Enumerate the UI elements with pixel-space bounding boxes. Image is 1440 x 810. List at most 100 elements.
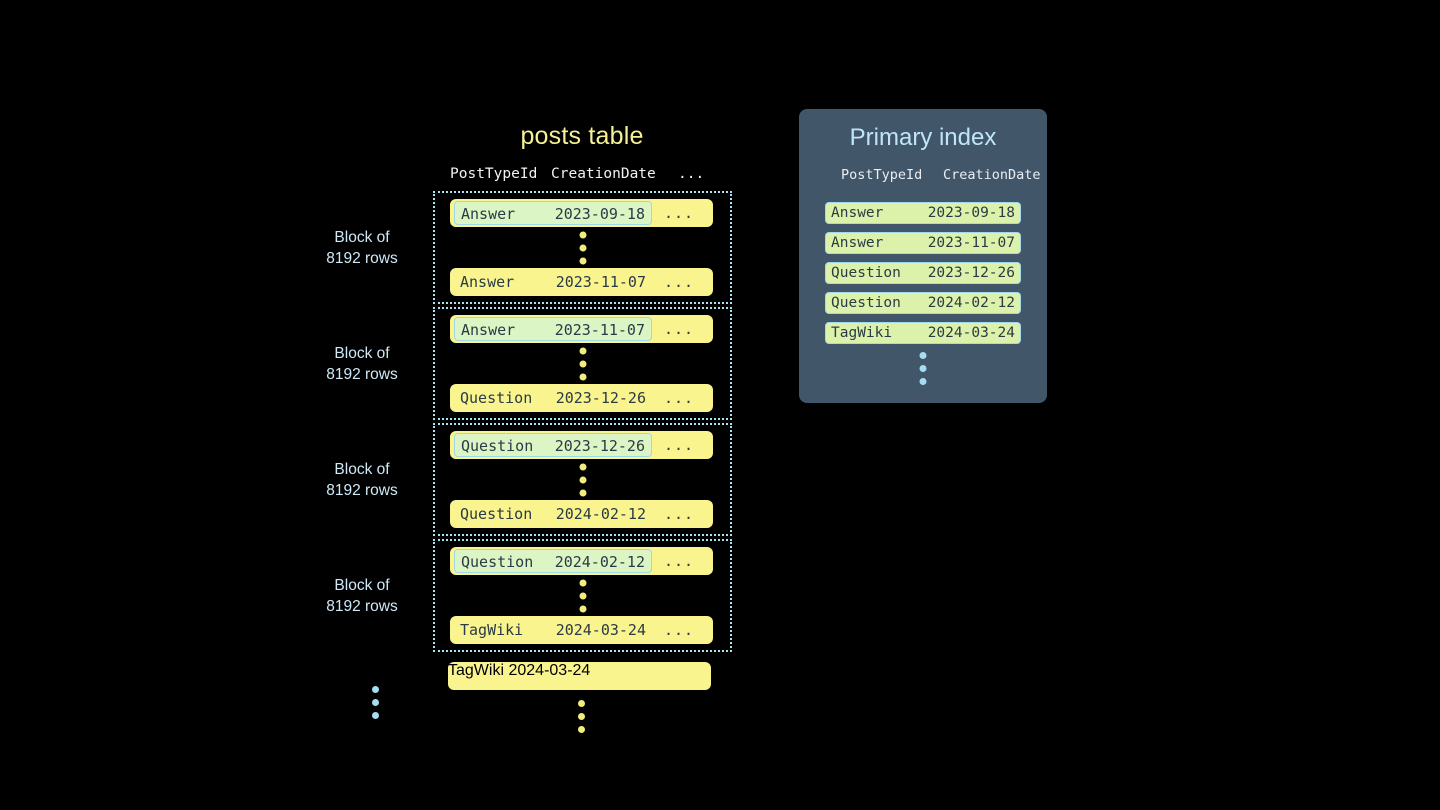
block-label: Block of 8192 rows xyxy=(326,344,398,383)
dot xyxy=(579,476,586,483)
cell-post-type-id: Answer xyxy=(460,273,515,291)
table-row: Answer 2023-11-07 ... xyxy=(450,268,713,296)
dot xyxy=(579,463,586,470)
index-row: Answer 2023-11-07 xyxy=(825,232,1021,254)
primary-index-rows: Answer 2023-09-18 Answer 2023-11-07 Ques… xyxy=(825,202,1021,352)
table-block: Block of 8192 rows Answer 2023-11-07 ...… xyxy=(326,307,732,420)
dot xyxy=(372,699,379,706)
cell-more-ellipsis: ... xyxy=(664,552,695,570)
dot xyxy=(919,365,927,372)
row-continuation-dots xyxy=(579,579,586,612)
column-header-more-ellipsis: ... xyxy=(678,166,705,182)
primary-index-column-headers: PostTypeId CreationDate xyxy=(819,167,1041,187)
cell-more-ellipsis: ... xyxy=(664,320,695,338)
dot xyxy=(579,244,586,251)
cell-post-type-id: Question xyxy=(831,295,901,311)
dot xyxy=(919,378,927,385)
table-block: Block of 8192 rows Question 2024-02-12 .… xyxy=(326,539,732,652)
cell-post-type-id: Answer xyxy=(461,205,516,223)
row-cells: Answer 2023-11-07 xyxy=(454,270,652,294)
dot xyxy=(372,686,379,693)
cell-creation-date: 2023-11-07 xyxy=(555,273,646,291)
cell-post-type-id: Question xyxy=(460,389,533,407)
cell-creation-date: 2024-02-12 xyxy=(555,505,646,523)
dot xyxy=(579,231,586,238)
cell-creation-date: 2023-12-26 xyxy=(927,265,1015,281)
dot xyxy=(578,713,585,720)
cell-post-type-id: Answer xyxy=(831,205,884,221)
cell-more-ellipsis: ... xyxy=(664,621,695,639)
cell-post-type-id: Question xyxy=(831,265,901,281)
index-row: Question 2024-02-12 xyxy=(825,292,1021,314)
cell-creation-date: 2023-11-07 xyxy=(927,235,1015,251)
cell-more-ellipsis: ... xyxy=(448,680,462,697)
column-header-post-type-id: PostTypeId xyxy=(450,166,538,182)
cell-post-type-id: Question xyxy=(461,553,534,571)
cell-creation-date: 2023-09-18 xyxy=(927,205,1015,221)
column-header-creation-date: CreationDate xyxy=(551,166,656,182)
cell-more-ellipsis: ... xyxy=(664,436,695,454)
table-row: TagWiki 2024-03-24 ... xyxy=(450,616,713,644)
row-cells: TagWiki 2024-03-24 xyxy=(454,618,652,642)
dot xyxy=(579,579,586,586)
cell-post-type-id: Question xyxy=(460,505,533,523)
cell-post-type-id: Answer xyxy=(461,321,516,339)
posts-table-column-headers: PostTypeId CreationDate ... xyxy=(450,166,714,186)
table-block: Block of 8192 rows Answer 2023-09-18 ...… xyxy=(326,191,732,304)
cell-creation-date: 2023-12-26 xyxy=(555,389,646,407)
dot xyxy=(372,712,379,719)
table-continuation-dots xyxy=(578,700,585,733)
dot xyxy=(919,352,927,359)
dot xyxy=(579,592,586,599)
index-row: Question 2023-12-26 xyxy=(825,262,1021,284)
column-header-creation-date: CreationDate xyxy=(943,167,1041,183)
cell-creation-date: 2024-03-24 xyxy=(927,325,1015,341)
cell-creation-date: 2024-03-24 xyxy=(555,621,646,639)
table-row-trailing: TagWiki 2024-03-24 ... xyxy=(448,662,711,697)
row-continuation-dots xyxy=(579,463,586,496)
dot xyxy=(579,373,586,380)
table-row: Question 2023-12-26 ... xyxy=(450,384,713,412)
primary-index-panel: Primary index PostTypeId CreationDate An… xyxy=(799,109,1047,403)
cell-more-ellipsis: ... xyxy=(664,273,695,291)
cell-more-ellipsis: ... xyxy=(664,505,695,523)
cell-creation-date: 2024-02-12 xyxy=(927,295,1015,311)
table-row: Answer 2023-09-18 ... xyxy=(450,199,713,227)
dot xyxy=(579,257,586,264)
cell-creation-date: 2023-12-26 xyxy=(554,437,645,455)
row-cells: Question 2023-12-26 xyxy=(454,386,652,410)
cell-post-type-id: Question xyxy=(461,437,534,455)
block-label: Block of 8192 rows xyxy=(326,460,398,499)
table-row: Question 2023-12-26 ... xyxy=(450,431,713,459)
row-highlight-box: Question 2024-02-12 xyxy=(454,549,652,573)
row-highlight-box: Answer 2023-11-07 xyxy=(454,317,652,341)
cell-creation-date: 2024-03-24 xyxy=(508,662,591,679)
row-highlight-box: TagWiki 2024-03-24 xyxy=(448,662,711,680)
dot xyxy=(579,360,586,367)
row-highlight-box: Answer 2023-09-18 xyxy=(454,201,652,225)
dot xyxy=(579,489,586,496)
block-label: Block of 8192 rows xyxy=(326,228,398,267)
cell-creation-date: 2023-11-07 xyxy=(554,321,645,339)
block-continuation-dots xyxy=(372,686,379,719)
cell-post-type-id: Answer xyxy=(831,235,884,251)
cell-creation-date: 2023-09-18 xyxy=(554,205,645,223)
row-continuation-dots xyxy=(579,231,586,264)
cell-creation-date: 2024-02-12 xyxy=(554,553,645,571)
dot xyxy=(578,726,585,733)
posts-table-blocks: Block of 8192 rows Answer 2023-09-18 ...… xyxy=(326,191,732,655)
row-continuation-dots xyxy=(579,347,586,380)
posts-table-title: posts table xyxy=(520,122,644,150)
table-row: Answer 2023-11-07 ... xyxy=(450,315,713,343)
dot xyxy=(579,347,586,354)
cell-more-ellipsis: ... xyxy=(664,204,695,222)
index-continuation-dots xyxy=(919,352,927,385)
table-row: Question 2024-02-12 ... xyxy=(450,500,713,528)
row-highlight-box: Question 2023-12-26 xyxy=(454,433,652,457)
table-row: Question 2024-02-12 ... xyxy=(450,547,713,575)
cell-more-ellipsis: ... xyxy=(664,389,695,407)
primary-index-title: Primary index xyxy=(849,124,997,151)
cell-post-type-id: TagWiki xyxy=(831,325,893,341)
index-row: TagWiki 2024-03-24 xyxy=(825,322,1021,344)
dot xyxy=(578,700,585,707)
